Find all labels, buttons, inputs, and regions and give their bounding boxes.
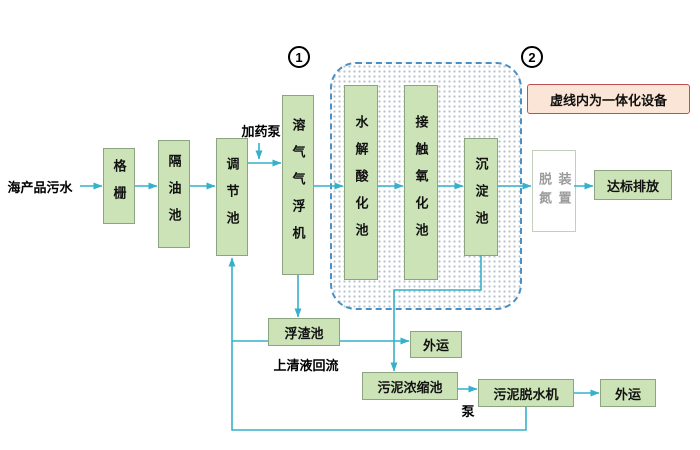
node-oil-separation-tank-label: 隔油池	[166, 153, 182, 235]
supernatant-return-label: 上清液回流	[273, 357, 339, 373]
node-haul-away-2-label: 外运	[614, 386, 641, 402]
node-grid: 格栅	[103, 148, 135, 224]
node-scum-tank: 浮渣池	[268, 318, 340, 346]
legend-note: 虚线内为一体化设备	[527, 84, 690, 114]
node-sludge-dewatering-machine: 污泥脱水机	[478, 379, 574, 407]
node-standard-discharge: 达标排放	[594, 170, 672, 200]
node-haul-away-1: 外运	[410, 331, 462, 358]
node-sludge-thickener: 污泥浓缩池	[362, 372, 458, 400]
node-sludge-thickener-label: 污泥浓缩池	[377, 379, 443, 395]
node-grid-label: 格栅	[111, 159, 127, 213]
node-haul-away-1-label: 外运	[422, 338, 449, 353]
node-hydrolysis-acidification-tank-label: 水解酸化池	[353, 115, 369, 250]
node-contact-oxidation-tank: 接触氧化池	[404, 85, 438, 280]
node-sedimentation-tank: 沉淀池	[464, 138, 498, 256]
node-denitrification-unit: 脱氮装置	[532, 150, 576, 232]
legend-note-text: 虚线内为一体化设备	[549, 92, 667, 108]
node-oil-separation-tank: 隔油池	[158, 140, 190, 248]
dosing-pump-label: 加药泵	[241, 123, 281, 139]
node-dissolved-air-flotation: 溶气气浮机	[282, 95, 314, 275]
node-dissolved-air-flotation-label: 溶气气浮机	[290, 117, 306, 253]
node-sedimentation-tank-label: 沉淀池	[473, 156, 489, 238]
node-haul-away-2: 外运	[600, 379, 656, 407]
influent-label: 海产品污水	[7, 179, 73, 195]
node-regulating-tank-label: 调节池	[224, 156, 240, 238]
step-marker-2: 2	[521, 46, 543, 68]
node-denitrification-unit-label: 脱氮装置	[537, 172, 572, 210]
step-marker-1: 1	[288, 46, 310, 68]
node-scum-tank-label: 浮渣池	[284, 325, 324, 341]
node-standard-discharge-label: 达标排放	[606, 178, 659, 194]
node-hydrolysis-acidification-tank: 水解酸化池	[344, 85, 378, 280]
node-regulating-tank: 调节池	[216, 138, 248, 256]
pump-label: 泵	[461, 403, 475, 419]
node-contact-oxidation-tank-label: 接触氧化池	[413, 115, 429, 250]
node-sludge-dewatering-machine-label: 污泥脱水机	[493, 386, 559, 402]
